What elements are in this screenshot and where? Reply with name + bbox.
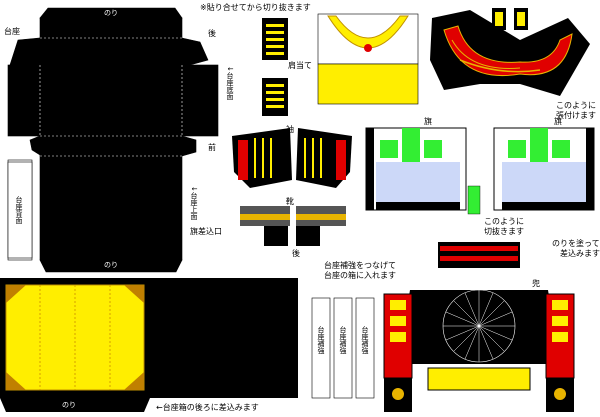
torso-armor — [430, 8, 590, 96]
base-box-net — [7, 7, 219, 273]
flags — [365, 127, 595, 215]
reinforce-label-2: 台座補強 — [339, 326, 347, 354]
shoulder-label: 肩当て — [288, 61, 312, 70]
collar-piece — [317, 13, 419, 105]
connect-note-2: 台座の箱に入れます — [324, 271, 396, 280]
flag-slot-label: 旗差込口 — [190, 227, 222, 236]
glue-note-1: のりを塗って — [552, 239, 600, 248]
connect-note-1: 台座補強をつなげて — [324, 261, 396, 270]
shoes-label: 靴 — [286, 197, 294, 206]
base-side-strip-label: 台座背面 — [15, 196, 23, 224]
base-bottom-note: ↓台座底面 — [226, 66, 234, 100]
flag-label-left: 旗 — [424, 117, 432, 126]
base-label: 台座 — [4, 27, 20, 36]
base-side-strip — [7, 161, 33, 259]
sleeve-label: 袖 — [286, 125, 294, 134]
base-glue-tab-top: のり — [104, 9, 118, 17]
top-note: ※貼り合せてから切り抜きます — [200, 3, 311, 12]
rear-label: 後 — [292, 249, 300, 258]
cut-note-1: このように — [484, 217, 524, 226]
shoes — [240, 206, 346, 246]
reinforce-label-3: 台座補強 — [361, 326, 369, 354]
armor-label: 兜 — [532, 279, 540, 288]
attach-note-1: このように — [556, 101, 596, 110]
big-base-glue-tab: のり — [62, 401, 76, 409]
base-top-note: ↓台座上面 — [190, 186, 198, 220]
insert-note: ←台座箱の後ろに差込みます — [156, 403, 259, 412]
base-top-panel — [0, 278, 298, 412]
glue-note-2: 差込みます — [560, 249, 600, 258]
cut-note-2: 切抜きます — [484, 227, 524, 236]
helmet-label: 鎧 — [504, 39, 512, 48]
flag-label-right: 旗 — [554, 117, 562, 126]
reinforce-label-1: 台座補強 — [317, 326, 325, 354]
sleeves — [232, 128, 352, 188]
base-glue-tab-bottom: のり — [104, 261, 118, 269]
base-back-label: 後 — [208, 29, 216, 38]
shoulder-strip — [262, 18, 288, 116]
attach-note-2: 張付けます — [556, 111, 596, 120]
base-front-label: 前 — [208, 143, 216, 152]
kabuto — [383, 242, 575, 412]
reinforce-strips — [311, 297, 375, 399]
